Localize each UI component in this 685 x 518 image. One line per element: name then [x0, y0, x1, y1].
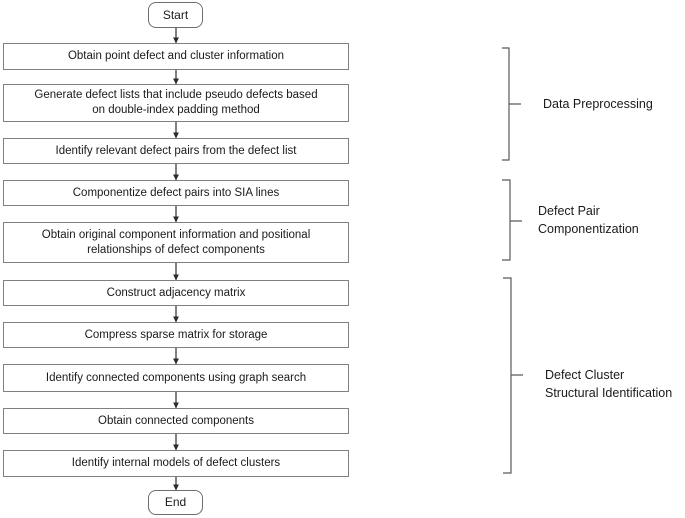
group-bracket-defect-cluster-structural-identification — [503, 277, 523, 474]
start-node: Start — [148, 2, 203, 28]
step-box-obtain-connected-components: Obtain connected components — [3, 408, 349, 434]
group-label-defect-pair-componentization: Defect Pair Componentization — [538, 204, 639, 236]
step-box-compress-sparse-matrix: Compress sparse matrix for storage — [3, 322, 349, 348]
step-box-identify-connected-components: Identify connected components using grap… — [3, 364, 349, 392]
step-box-generate-defect-lists: Generate defect lists that include pseud… — [3, 84, 349, 122]
group-label-defect-cluster-structural-identification: Defect Cluster Structural Identification — [545, 368, 673, 400]
group-bracket-defect-pair-componentization — [502, 179, 522, 261]
step-box-identify-defect-pairs: Identify relevant defect pairs from the … — [3, 138, 349, 164]
end-node: End — [148, 490, 203, 515]
group-bracket-data-preprocessing — [502, 47, 521, 161]
step-box-componentize-defect-pairs: Componentize defect pairs into SIA lines — [3, 180, 349, 206]
step-box-construct-adjacency-matrix: Construct adjacency matrix — [3, 280, 349, 306]
step-box-identify-internal-models: Identify internal models of defect clust… — [3, 450, 349, 477]
step-box-obtain-component-information: Obtain original component information an… — [3, 222, 349, 263]
step-box-obtain-point-defect: Obtain point defect and cluster informat… — [3, 43, 349, 70]
group-label-data-preprocessing: Data Preprocessing — [543, 97, 653, 111]
